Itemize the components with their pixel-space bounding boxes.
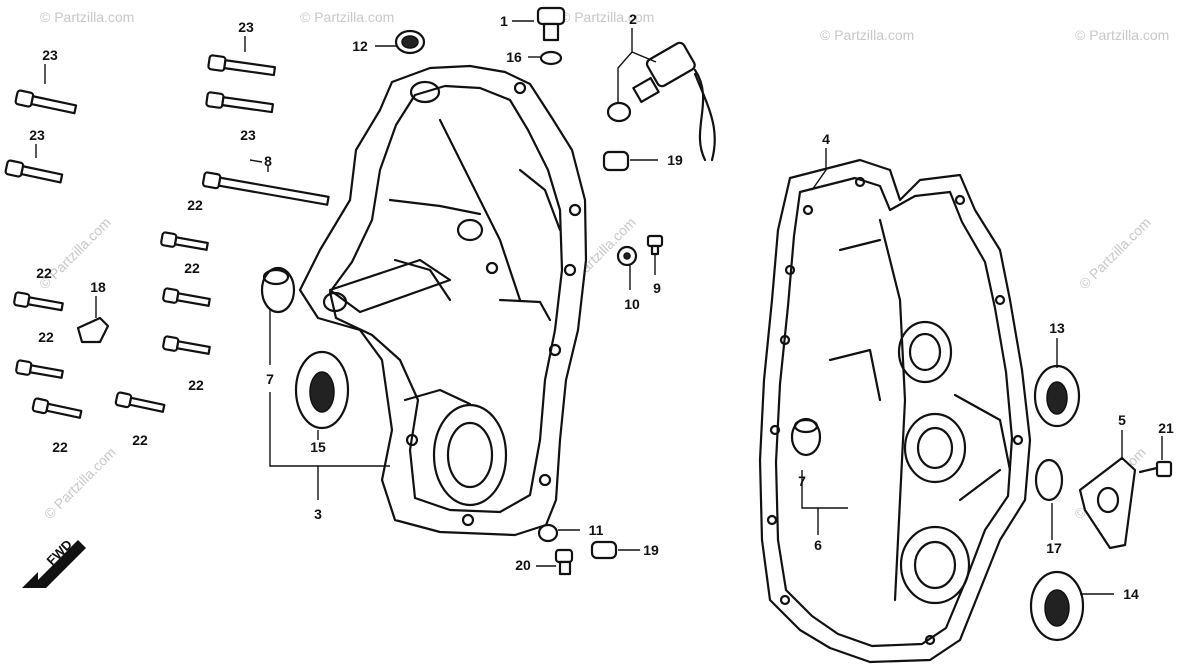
callout-1: 1 <box>500 13 508 29</box>
callout-labels: 1 2 3 4 5 6 7 7 8 9 10 11 12 13 14 15 16… <box>29 11 1174 602</box>
nut-11 <box>537 523 559 543</box>
callout-19: 19 <box>643 542 659 558</box>
bolts-22 <box>13 231 211 419</box>
watermark: © Partzilla.com <box>1075 27 1169 43</box>
callout-23: 23 <box>29 127 45 143</box>
watermark: © Partzilla.com <box>1076 214 1154 292</box>
long-bolt-8 <box>201 171 330 206</box>
watermark: © Partzilla.com <box>820 27 914 43</box>
dowel-7-left <box>260 266 296 314</box>
callout-22: 22 <box>132 432 148 448</box>
dowel-pin <box>602 150 630 172</box>
callout-17: 17 <box>1046 540 1062 556</box>
callout-22: 22 <box>187 197 203 213</box>
dowel-pin <box>590 540 618 560</box>
oil-seal-15 <box>294 350 350 430</box>
callout-20: 20 <box>515 557 531 573</box>
watermark: © Partzilla.com <box>40 9 134 25</box>
callout-16: 16 <box>506 49 522 65</box>
callout-19: 19 <box>667 152 683 168</box>
wire-clip <box>76 316 110 344</box>
callout-14: 14 <box>1123 586 1139 602</box>
o-ring <box>1034 458 1064 502</box>
forward-direction-indicator: FWD <box>22 537 86 588</box>
callout-22: 22 <box>52 439 68 455</box>
nut-10 <box>616 245 638 267</box>
callout-12: 12 <box>352 38 368 54</box>
drain-bolt <box>554 548 574 576</box>
callout-22: 22 <box>36 265 52 281</box>
callout-22: 22 <box>38 329 54 345</box>
callout-8: 8 <box>264 153 272 169</box>
watermark: © Partzilla.com <box>560 9 654 25</box>
speed-sensor-switch <box>606 41 716 162</box>
dowel-7-right <box>790 417 822 457</box>
filler-plug <box>536 6 566 42</box>
watermark: © Partzilla.com <box>300 9 394 25</box>
callout-5: 5 <box>1118 412 1126 428</box>
oil-seal-14 <box>1029 570 1085 642</box>
callout-11: 11 <box>589 522 604 538</box>
washer <box>539 50 563 66</box>
callout-3: 3 <box>314 506 322 522</box>
bolt-9 <box>646 234 664 256</box>
arrow-icon <box>22 540 86 588</box>
callout-15: 15 <box>310 439 326 455</box>
callout-23: 23 <box>238 19 254 35</box>
callout-22: 22 <box>188 377 204 393</box>
bolts-23 <box>4 54 277 184</box>
left-transmission-case <box>298 64 588 537</box>
leader-lines <box>35 20 1163 595</box>
callout-9: 9 <box>653 280 661 296</box>
oil-seal-13 <box>1033 364 1081 428</box>
right-case-cover <box>758 158 1032 664</box>
callout-6: 6 <box>814 537 822 553</box>
callout-22: 22 <box>184 260 200 276</box>
callout-7: 7 <box>798 473 806 489</box>
bearing-retainer <box>1078 456 1137 550</box>
callout-23: 23 <box>42 47 58 63</box>
callout-21: 21 <box>1158 420 1174 436</box>
bolt-21 <box>1138 460 1173 478</box>
callout-18: 18 <box>90 279 106 295</box>
callout-10: 10 <box>624 296 640 312</box>
oil-seal-small <box>394 29 426 55</box>
watermark: © Partzilla.com <box>41 444 119 522</box>
callout-23: 23 <box>240 127 256 143</box>
callout-4: 4 <box>822 131 830 147</box>
callout-2: 2 <box>629 11 637 27</box>
callout-13: 13 <box>1049 320 1065 336</box>
callout-7: 7 <box>266 371 274 387</box>
